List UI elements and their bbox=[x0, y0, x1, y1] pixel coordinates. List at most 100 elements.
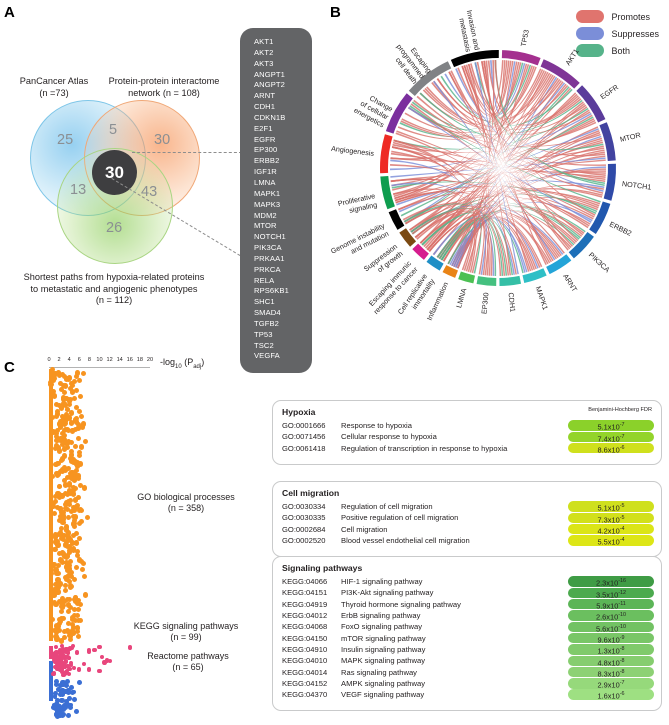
scatter-dot bbox=[55, 589, 61, 595]
circos-sector[interactable] bbox=[501, 50, 541, 66]
circos-ribbon bbox=[398, 128, 599, 213]
venn-title-bottom-line1: Shortest paths from hypoxia-related prot… bbox=[23, 272, 205, 282]
gene-item: RELA bbox=[254, 275, 275, 285]
scatter-dot bbox=[71, 457, 77, 463]
scatter-dot bbox=[63, 582, 69, 588]
scatter-dot bbox=[49, 414, 55, 420]
scatter-dot bbox=[92, 647, 97, 652]
scatter-dot bbox=[67, 488, 73, 494]
scatter-dot bbox=[71, 518, 77, 524]
scatter-dot bbox=[68, 667, 73, 672]
scatter-dot bbox=[73, 374, 79, 380]
scatter-dot bbox=[51, 600, 58, 606]
scatter-dot bbox=[75, 473, 81, 479]
term-id: KEGG:04066 bbox=[282, 577, 328, 587]
gene-item: ANGPT2 bbox=[254, 80, 285, 90]
gene-item: MAPK3 bbox=[254, 199, 281, 209]
fdr-value: 5.6x10-10 bbox=[568, 621, 654, 633]
axis-title-p-sub: adj bbox=[193, 363, 202, 370]
scatter-dot bbox=[53, 691, 58, 697]
circos-sector[interactable] bbox=[408, 61, 452, 96]
circos-sector[interactable] bbox=[589, 201, 611, 235]
legend-label: Promotes bbox=[611, 11, 650, 22]
scatter-dot bbox=[58, 535, 64, 541]
scatter-dot bbox=[64, 628, 70, 634]
scatter-dot bbox=[72, 577, 78, 583]
circos-sector[interactable] bbox=[540, 59, 580, 89]
circos-sector[interactable] bbox=[499, 275, 522, 286]
scatter-dot bbox=[77, 601, 83, 608]
circos-sector[interactable] bbox=[576, 85, 606, 123]
circos-sector[interactable] bbox=[458, 271, 476, 284]
scatter-dot bbox=[69, 475, 75, 481]
gene-item: ANGPT1 bbox=[254, 69, 285, 79]
circos-sector[interactable] bbox=[380, 175, 395, 210]
circos-sector[interactable] bbox=[476, 276, 497, 286]
scatter-dot bbox=[51, 670, 57, 676]
scatter-dot bbox=[64, 444, 70, 450]
term-description: Cellular response to hypoxia bbox=[341, 432, 437, 442]
circos-sector[interactable] bbox=[385, 93, 413, 134]
circos-sector[interactable] bbox=[426, 255, 444, 271]
venn-title-right-line1: Protein-protein interactome bbox=[108, 76, 220, 86]
venn-diagram: 25 5 30 13 43 26 30 bbox=[8, 92, 208, 272]
scatter-dot bbox=[63, 670, 68, 675]
circos-sector[interactable] bbox=[399, 228, 417, 247]
scatter-dot bbox=[53, 711, 59, 717]
scatter-dot bbox=[55, 655, 60, 660]
scatter-dot bbox=[99, 655, 105, 660]
gene-item: TP53 bbox=[254, 329, 273, 339]
scatter-dot bbox=[59, 405, 65, 411]
venn-count-top-overlap: 5 bbox=[109, 122, 118, 138]
scatter-dot bbox=[57, 448, 63, 454]
circos-sector[interactable] bbox=[546, 254, 572, 275]
scatter-dot bbox=[77, 449, 83, 456]
circos-ribbon bbox=[436, 216, 482, 274]
circos-sector[interactable] bbox=[522, 268, 547, 284]
fdr-value: 2.3x10-16 bbox=[568, 576, 654, 588]
scatter-dot bbox=[69, 615, 75, 621]
term-description: Blood vessel endothelial cell migration bbox=[341, 536, 470, 546]
term-id: KEGG:04919 bbox=[282, 599, 328, 609]
scatter-plot bbox=[0, 366, 270, 725]
circos-sector[interactable] bbox=[412, 243, 429, 260]
scatter-dot bbox=[63, 418, 69, 424]
category-label-reactome-line1: Reactome pathways bbox=[147, 651, 229, 661]
circos-sector[interactable] bbox=[599, 122, 616, 161]
scatter-dot bbox=[63, 659, 68, 664]
scatter-dot bbox=[54, 538, 60, 544]
scatter-dot bbox=[76, 680, 82, 686]
legend-item: Both bbox=[576, 44, 659, 57]
scatter-dot bbox=[65, 553, 71, 559]
circos-sector[interactable] bbox=[388, 209, 405, 230]
circos-sector[interactable] bbox=[442, 265, 458, 278]
scatter-dot bbox=[58, 435, 64, 441]
scatter-dot bbox=[54, 428, 61, 434]
scatter-dot bbox=[87, 649, 92, 654]
circos-sector[interactable] bbox=[603, 163, 616, 201]
scatter-dot bbox=[65, 596, 71, 602]
circos-sector[interactable] bbox=[450, 50, 499, 68]
circos-ribbon bbox=[442, 217, 485, 275]
scatter-dot bbox=[62, 383, 68, 389]
axis-title-close: ) bbox=[201, 357, 205, 367]
scatter-dot bbox=[49, 616, 56, 623]
circos-sector[interactable] bbox=[380, 134, 393, 174]
scatter-dot bbox=[84, 514, 90, 521]
circos-sector[interactable] bbox=[568, 232, 594, 259]
scatter-dot bbox=[60, 414, 66, 420]
scatter-dot bbox=[68, 455, 74, 461]
term-id: KEGG:04010 bbox=[282, 656, 328, 666]
scatter-dot bbox=[72, 607, 78, 613]
scatter-dot bbox=[72, 523, 78, 530]
scatter-dot bbox=[64, 654, 69, 659]
term-id: GO:0001666 bbox=[282, 421, 326, 431]
scatter-dot bbox=[55, 571, 62, 577]
